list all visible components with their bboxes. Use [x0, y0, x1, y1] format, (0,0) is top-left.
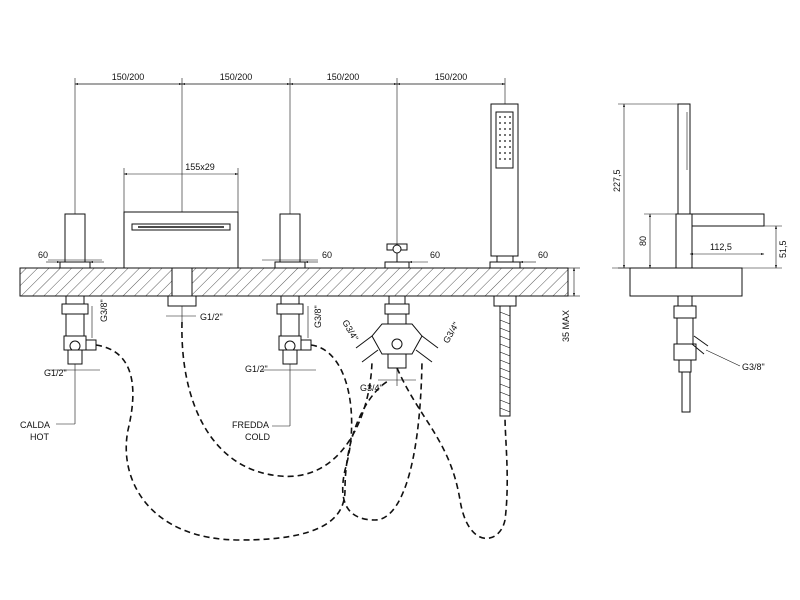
spacing-label-3: 150/200: [327, 72, 360, 82]
spacing-label-1: 150/200: [112, 72, 145, 82]
dia-label-1: 60: [38, 250, 48, 260]
g34-label-a: G3/4": [340, 318, 360, 343]
side-view: [629, 103, 765, 413]
dia-label-3: 60: [430, 250, 440, 260]
spacing-label-2: 150/200: [220, 72, 253, 82]
hot-label-it: CALDA: [20, 420, 50, 430]
g38-left-label: G3/8": [99, 299, 109, 322]
cascade-spout: G1/2": [123, 211, 239, 322]
hot-valve: [48, 213, 102, 365]
diverter: [355, 243, 439, 369]
side-view-dimensions: 227,5 80 112,5 51,5 G3/8": [612, 103, 788, 372]
spout-size-label: 155x29: [185, 162, 215, 172]
cold-label-it: FREDDA: [232, 420, 269, 430]
side-height-51-label: 51,5: [778, 240, 788, 258]
flexible-hoses: [95, 321, 509, 541]
max-thickness-label: 35 MAX: [561, 310, 571, 342]
g34-label-c: G3/4": [360, 383, 383, 393]
g34-label-b: G3/4": [441, 320, 461, 345]
cold-label-en: COLD: [245, 432, 271, 442]
g12-left-label: G1/2": [44, 368, 67, 378]
g12-mid-label: G1/2": [245, 364, 268, 374]
dia-label-4: 60: [538, 250, 548, 260]
side-depth-label: 112,5: [710, 242, 732, 252]
max-thickness-dimension: 35 MAX: [561, 267, 580, 342]
spacing-dimensions: 150/200 150/200 150/200 150/200: [74, 72, 506, 270]
side-height-80-label: 80: [638, 236, 648, 246]
side-g38-label: G3/8": [742, 362, 765, 372]
spout-dimension: 155x29: [123, 162, 239, 212]
cold-valve: [262, 213, 318, 365]
hand-shower: [489, 103, 521, 417]
spacing-label-4: 150/200: [435, 72, 468, 82]
dia-label-2: 60: [322, 250, 332, 260]
deck-slab: [19, 267, 569, 297]
g38-mid-label: G3/8": [313, 305, 323, 328]
g12-spout-label: G1/2": [200, 312, 223, 322]
side-height-total-label: 227,5: [612, 169, 622, 192]
hot-label-en: HOT: [30, 432, 50, 442]
